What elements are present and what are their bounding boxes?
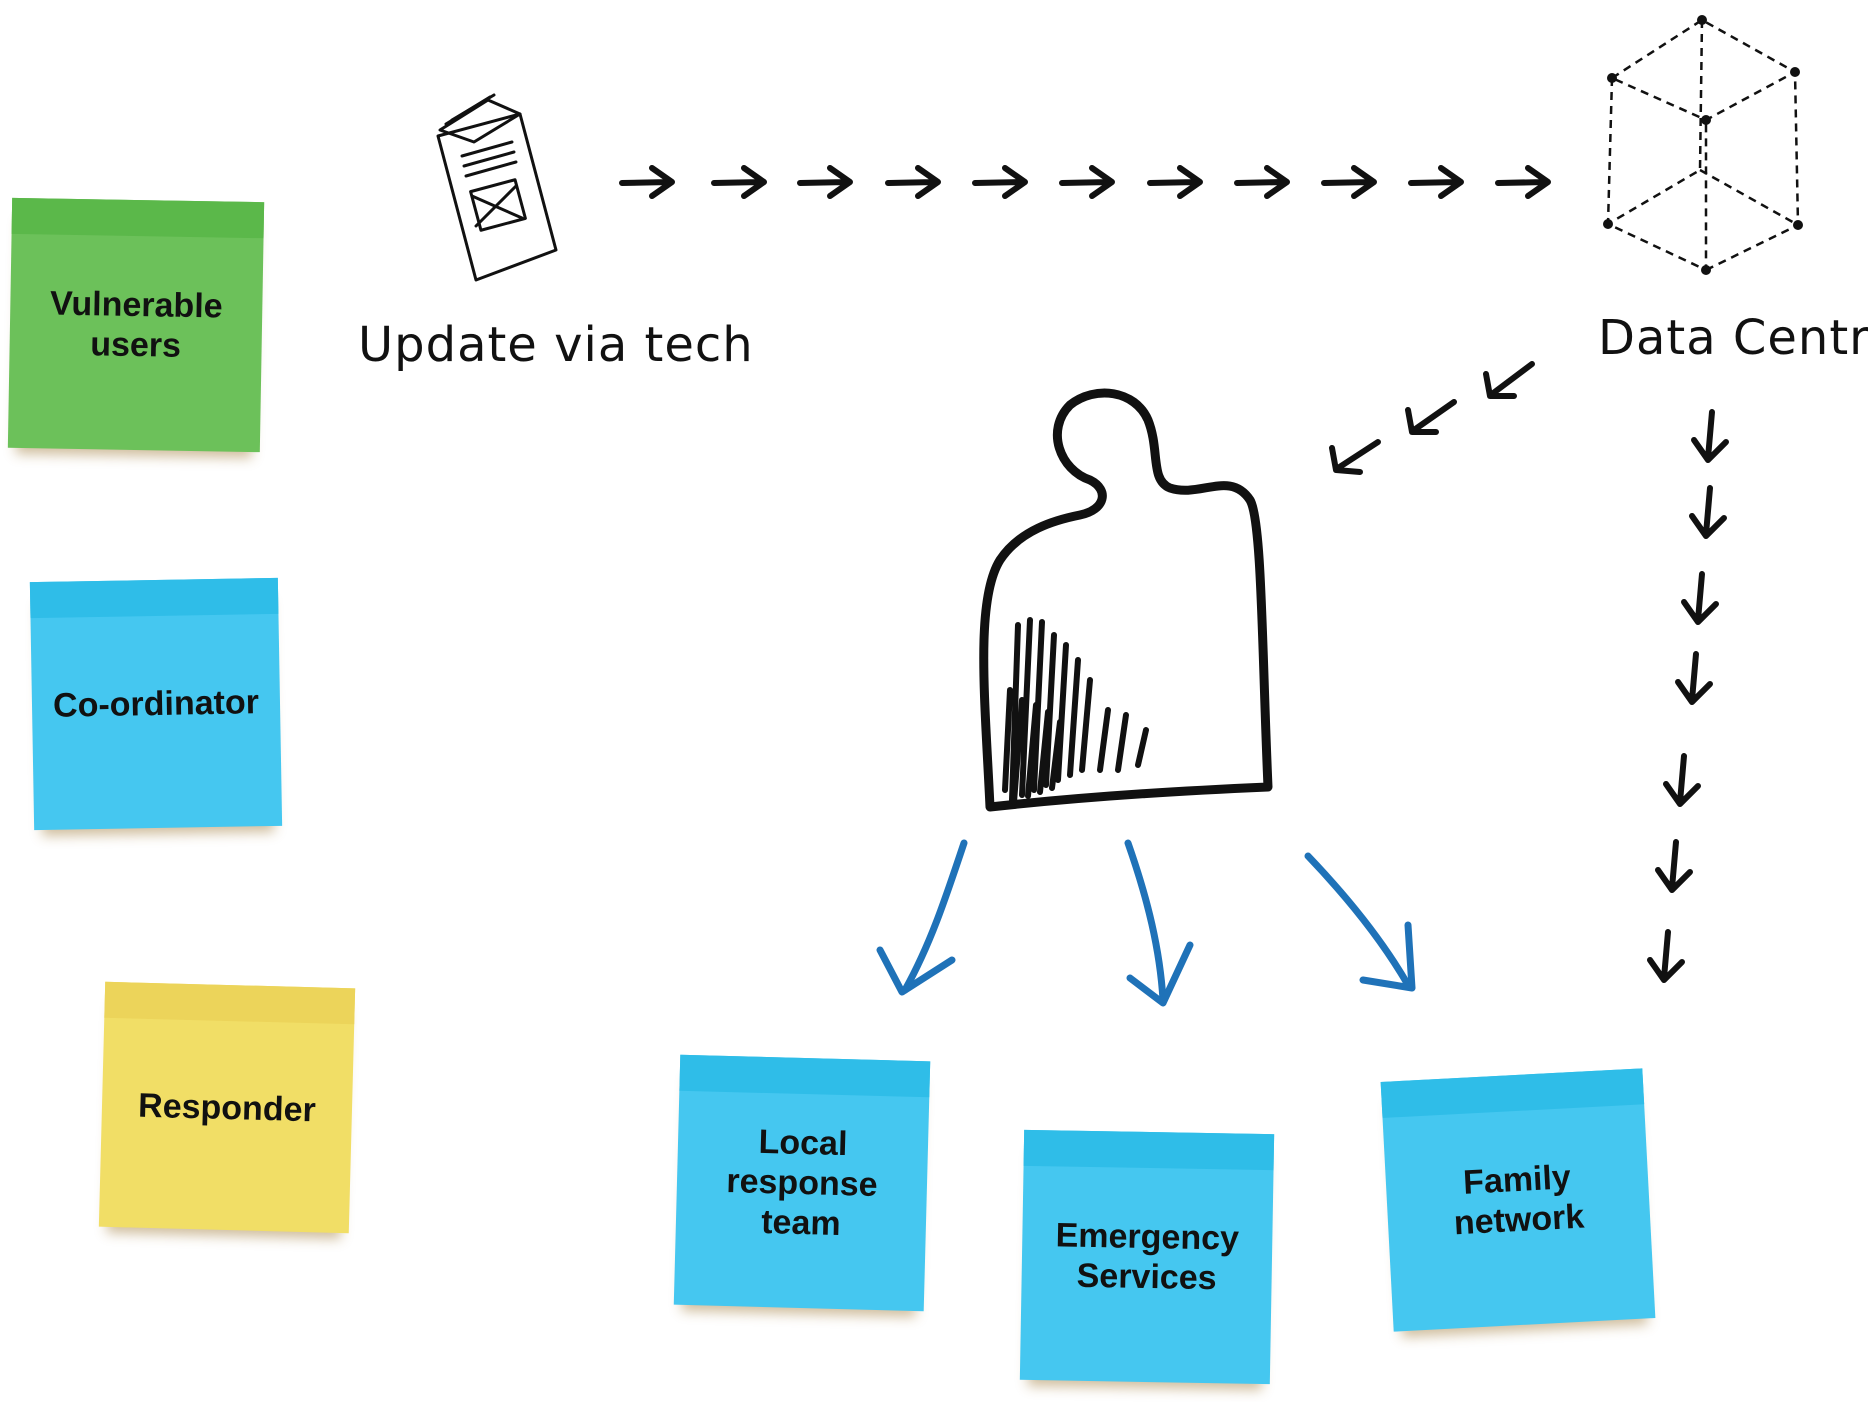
arrow-chain-horizontal <box>619 165 1551 199</box>
person-icon <box>979 388 1273 812</box>
leaflet-icon <box>436 93 558 282</box>
data-centre-label: Data Centre <box>1598 310 1868 366</box>
cube-icon <box>1603 15 1803 275</box>
update-via-tech-label: Update via tech <box>358 317 754 373</box>
arrow-chain-vertical <box>1647 409 1729 983</box>
arrow-chain-diagonal <box>1329 361 1535 475</box>
blue-arrows <box>876 839 1416 1007</box>
